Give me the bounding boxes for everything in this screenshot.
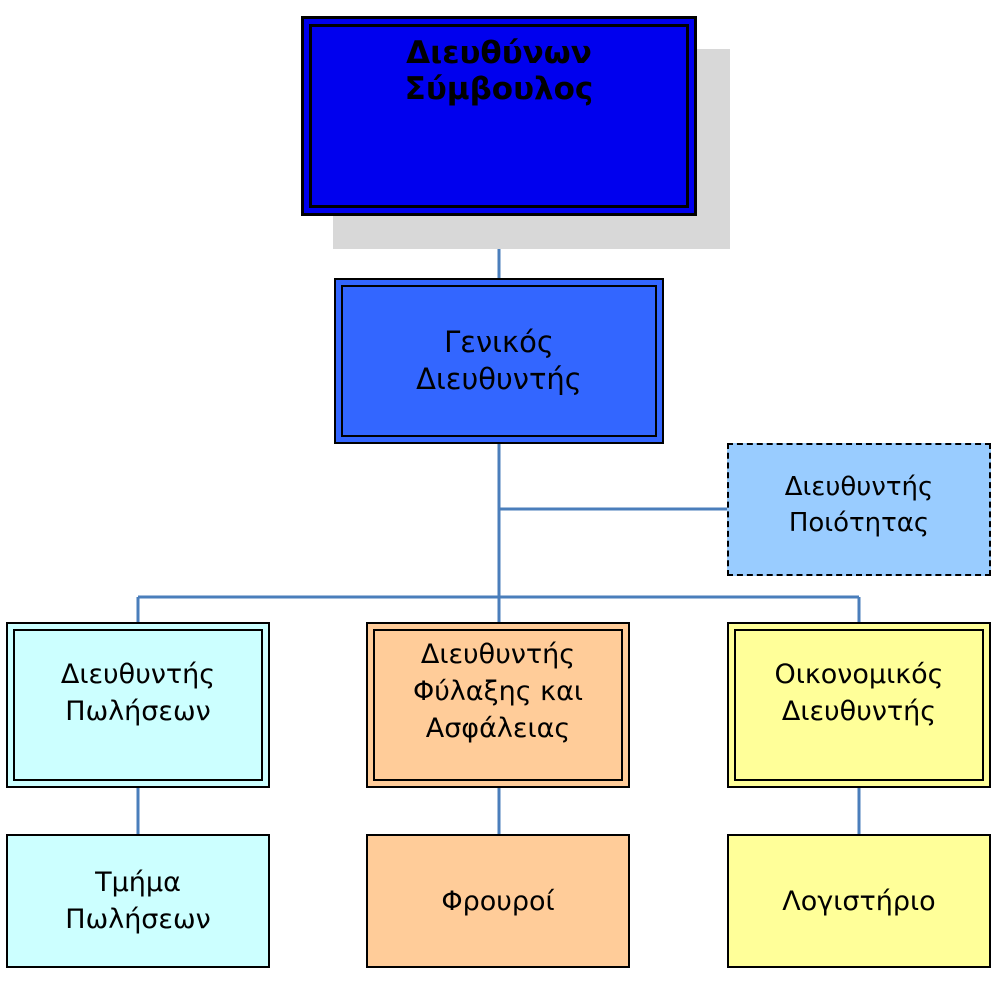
security-manager-box-inner-border [373, 629, 623, 781]
accounting-label: Λογιστήριο [782, 885, 936, 917]
accounting-box[interactable]: Λογιστήριο [727, 834, 991, 968]
security-manager-box[interactable]: Διευθυντής Φύλαξης και Ασφάλειας [366, 622, 630, 788]
guards-box[interactable]: Φρουροί [366, 834, 630, 968]
sales-manager-label: Διευθυντής Πωλήσεων [60, 659, 216, 727]
guards-label: Φρουροί [441, 885, 555, 917]
sales-department-box[interactable]: Τμήμα Πωλήσεων [6, 834, 270, 968]
finance-manager-box-inner-border [734, 629, 984, 781]
ceo-label: Διευθύνων Σύμβουλος [404, 35, 594, 107]
general-manager-box[interactable]: Γενικός Διευθυντής [334, 278, 664, 444]
ceo-box-inner-border [309, 24, 689, 208]
finance-manager-label: Οικονομικός Διευθυντής [774, 659, 944, 727]
sales-manager-box-inner-border [13, 629, 263, 781]
sales-manager-box[interactable]: Διευθυντής Πωλήσεων [6, 622, 270, 788]
general-manager-box-inner-border [341, 285, 657, 437]
general-manager-label: Γενικός Διευθυντής [416, 325, 582, 396]
quality-manager-box[interactable]: Διευθυντής Ποιότητας [727, 443, 991, 576]
security-manager-label: Διευθυντής Φύλαξης και Ασφάλειας [412, 638, 584, 744]
finance-manager-box[interactable]: Οικονομικός Διευθυντής [727, 622, 991, 788]
ceo-box[interactable]: Διευθύνων Σύμβουλος [301, 16, 697, 216]
quality-manager-label: Διευθυντής Ποιότητας [784, 471, 934, 538]
sales-department-label: Τμήμα Πωλήσεων [65, 867, 211, 935]
